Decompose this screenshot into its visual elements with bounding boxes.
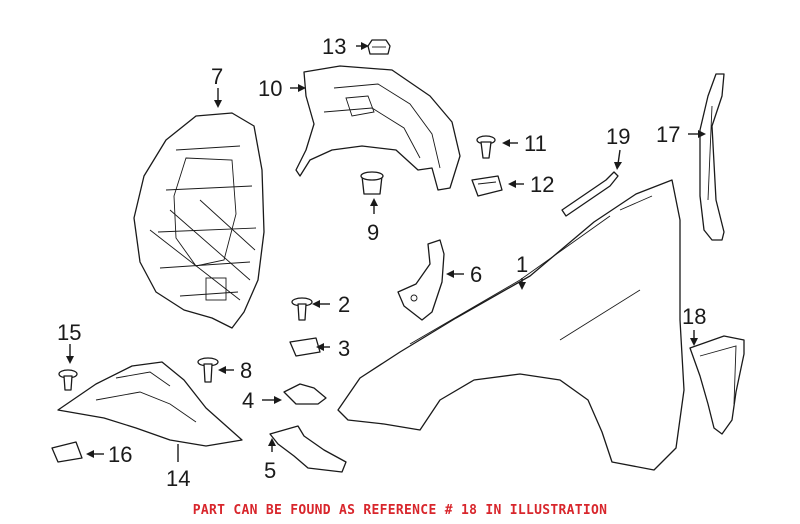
reference-note: PART CAN BE FOUND AS REFERENCE # 18 IN I… [192,503,608,518]
callout-1: 1 [516,252,528,277]
callout-5: 5 [264,458,276,483]
callout-10: 10 [258,76,282,101]
callout-labels: 13 7 10 11 12 9 19 17 6 1 18 2 3 4 5 8 1… [57,34,706,491]
callout-18: 18 [682,304,706,329]
callout-8: 8 [240,358,252,383]
callout-2: 2 [338,292,350,317]
part-7-wheel-liner [133,112,265,329]
part-8-bolt [197,357,219,383]
part-9-grommet [360,171,384,195]
part-3-clip-nut [289,337,321,357]
callout-13: 13 [322,34,346,59]
part-15-clip [58,369,78,391]
callout-16: 16 [108,442,132,467]
callout-11: 11 [524,131,547,156]
callout-17: 17 [656,122,680,147]
part-6-bracket [397,239,445,321]
part-1-fender [337,179,685,471]
part-10-splash-shield [295,65,461,191]
part-13-nut [367,39,391,55]
callout-4: 4 [242,388,254,413]
part-2-bolt [291,297,313,321]
part-11-clip [476,135,496,159]
part-5-bracket [269,425,347,473]
callout-15: 15 [57,320,81,345]
part-12-clip-nut [471,175,503,197]
callout-7: 7 [211,64,223,89]
callout-3: 3 [338,336,350,361]
part-14-underbody-panel [57,361,243,447]
callout-12: 12 [530,172,554,197]
leader-arrows [66,42,706,462]
part-19-seal-strip [561,171,619,217]
callout-14: 14 [166,466,190,491]
part-18-bracket [689,335,745,435]
part-4-bracket [283,383,327,405]
part-16-clip-nut [51,441,83,463]
callout-6: 6 [470,262,482,287]
callout-19: 19 [606,124,630,149]
part-17-pillar-trim [699,73,725,241]
callout-9: 9 [367,220,379,245]
